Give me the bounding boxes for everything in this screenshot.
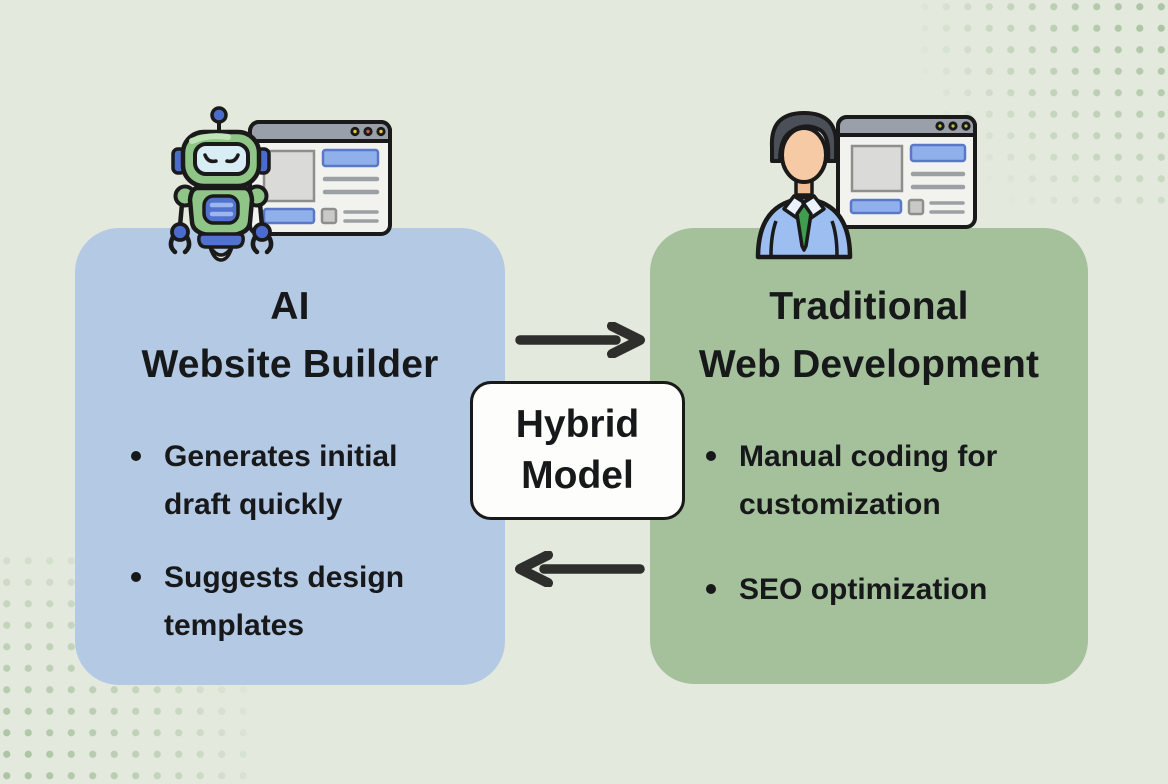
- right-card-title-line2: Web Development: [698, 342, 1040, 386]
- arrow-left-icon: [515, 551, 645, 587]
- developer-with-browser-icon: [755, 111, 977, 260]
- ai-website-builder-card: AI Website Builder Generates initial dra…: [75, 228, 505, 685]
- bullet-dot-icon: [706, 451, 716, 462]
- traditional-web-development-card: Traditional Web Development Manual codin…: [650, 228, 1088, 684]
- bullet-dot-icon: [131, 572, 141, 583]
- bullet-item: Suggests design templates: [131, 554, 469, 649]
- bullet-dot-icon: [131, 451, 141, 462]
- left-card-title: AI Website Builder: [75, 278, 505, 393]
- hybrid-label-line1: Hybrid: [515, 402, 640, 446]
- developer-icon: [755, 111, 853, 260]
- hybrid-model-box: Hybrid Model: [470, 381, 685, 520]
- browser-window-icon: [836, 115, 977, 229]
- bullet-item: Manual coding for customization: [706, 433, 1052, 528]
- hybrid-label-line2: Model: [521, 453, 634, 497]
- browser-window-icon: [248, 120, 392, 236]
- bullet-text: Manual coding for customization: [739, 440, 998, 521]
- right-card-bullet-list: Manual coding for customization SEO opti…: [650, 433, 1088, 613]
- right-card-title-line1: Traditional: [769, 285, 969, 328]
- robot-with-browser-icon: [168, 106, 392, 262]
- arrow-right-icon: [515, 322, 645, 358]
- robot-icon: [168, 106, 274, 262]
- bullet-item: Generates initial draft quickly: [131, 433, 469, 528]
- left-card-title-line2: Website Builder: [141, 342, 439, 386]
- bullet-dot-icon: [706, 584, 716, 595]
- bullet-text: Generates initial draft quickly: [164, 440, 398, 521]
- bullet-text: SEO optimization: [739, 573, 988, 607]
- left-card-title-line1: AI: [270, 285, 310, 328]
- left-card-bullet-list: Generates initial draft quickly Suggests…: [75, 433, 505, 649]
- right-card-title: Traditional Web Development: [650, 278, 1088, 393]
- bullet-item: SEO optimization: [706, 566, 1052, 613]
- bullet-text: Suggests design templates: [164, 561, 405, 642]
